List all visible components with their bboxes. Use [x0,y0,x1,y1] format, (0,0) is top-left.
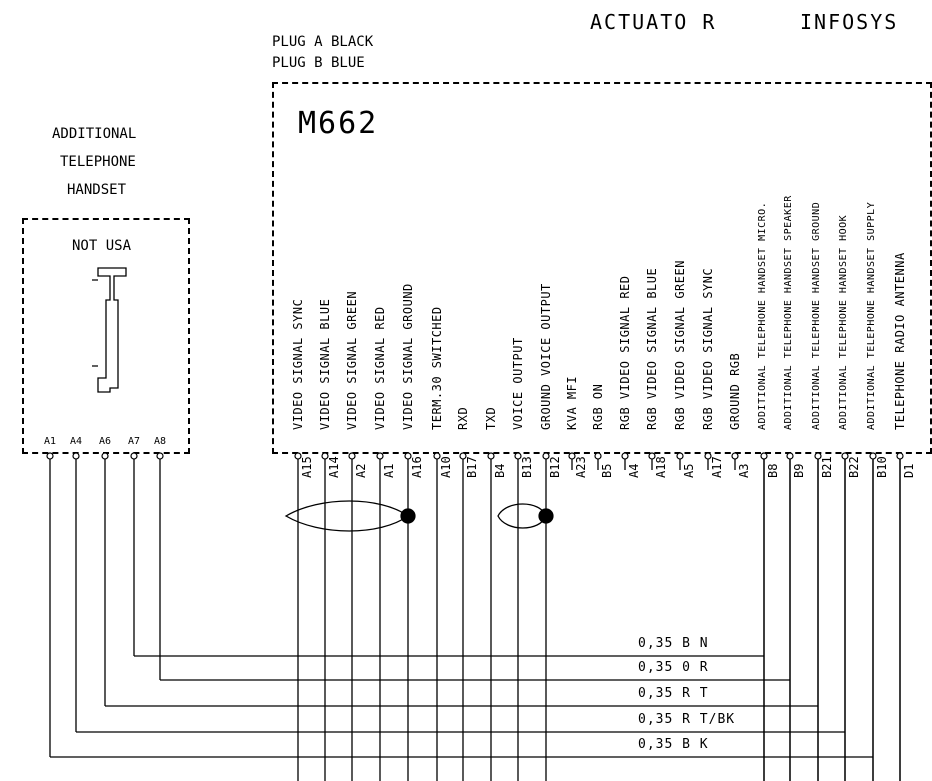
handset-pin-label: A4 [70,436,83,447]
signal-label: ADDITIONAL TELEPHONE HANDSET GROUND [811,201,822,430]
pin-label: B8 [766,463,780,478]
pin-label: A16 [410,456,424,478]
pin-label: A23 [574,456,588,478]
twisted-pair-video [284,500,410,532]
handset-pin-label: A1 [44,436,57,447]
signal-label: VOICE OUTPUT [511,337,525,430]
signal-label: RXD [456,406,470,430]
pin-label: B9 [792,463,806,478]
handset-title-line2: TELEPHONE [60,154,136,170]
signal-label: RGB ON [591,383,605,430]
handset-region-label: NOT USA [72,238,132,254]
actuator-title: ACTUATO R [590,10,717,34]
signal-label: VIDEO SIGNAL GREEN [345,290,359,430]
signal-label: RGB VIDEO SIGNAL BLUE [645,267,659,430]
pin-label: A3 [737,463,751,478]
wire-spec-label: 0,35 0 R [638,660,709,675]
pin-label: D1 [902,463,916,478]
signal-label: TELEPHONE RADIO ANTENNA [893,252,907,430]
pin-label: B12 [548,456,562,478]
signal-label: VIDEO SIGNAL GROUND [401,283,415,430]
handset-title-line1: ADDITIONAL [52,126,137,142]
pin-label: A18 [654,456,668,478]
signal-label: TXD [484,406,498,430]
pin-label: B22 [847,456,861,478]
signal-label: ADDITIONAL TELEPHONE HANDSET HOOK [838,214,849,430]
handset-pin-label: A8 [154,436,167,447]
signal-label: ADDITIONAL TELEPHONE HANDSET SPEAKER [783,195,794,430]
signal-label: VIDEO SIGNAL BLUE [318,298,332,430]
splice-dot [538,508,554,524]
twisted-pair-voice [497,503,547,529]
signal-label: ADDITIONAL TELEPHONE HANDSET SUPPLY [866,201,877,430]
signal-label: VIDEO SIGNAL RED [373,306,387,430]
wiring-diagram: ACTUATO R INFOSYS PLUG A BLACK PLUG B BL… [22,10,932,781]
pin-label: A10 [439,456,453,478]
pin-label: B5 [600,463,614,478]
pin-label: B17 [465,456,479,478]
pin-label: A2 [354,463,368,478]
handset-pin-label: A7 [128,436,141,447]
splice-dot [400,508,416,524]
pin-label: A17 [710,456,724,478]
signal-label: TERM.30 SWITCHED [430,306,444,430]
plug-a-label: PLUG A BLACK [272,34,374,50]
pin-label: A4 [627,463,641,478]
signal-label: ADDITIONAL TELEPHONE HANDSET MICRO. [757,201,768,430]
pin-label: B21 [820,456,834,478]
signal-label: GROUND RGB [728,352,742,430]
infosys-title: INFOSYS [800,10,899,34]
signal-label: VIDEO SIGNAL SYNC [291,298,305,430]
module-name: M662 [298,106,379,141]
wire-spec-label: 0,35 R T [638,686,709,701]
pin-label: A5 [682,463,696,478]
signal-label: KVA MFI [565,375,579,430]
pin-label: A1 [382,463,396,478]
handset-title-line3: HANDSET [67,182,127,198]
module-box [272,82,932,454]
plug-b-label: PLUG B BLUE [272,55,365,71]
pin-label: B13 [520,456,534,478]
pin-label: A14 [327,456,341,478]
signal-label: GROUND VOICE OUTPUT [539,283,553,430]
pin-label: A15 [300,456,314,478]
pin-label: B4 [493,463,507,478]
wire-spec-label: 0,35 B N [638,636,709,651]
wire-spec-label: 0,35 B K [638,737,709,752]
signal-label: RGB VIDEO SIGNAL RED [618,275,632,431]
wire-spec-label: 0,35 R T/BK [638,712,736,727]
pin-label: B10 [875,456,889,478]
signal-label: RGB VIDEO SIGNAL SYNC [701,267,715,430]
handset-pin-label: A6 [99,436,112,447]
signal-label: RGB VIDEO SIGNAL GREEN [673,260,687,430]
